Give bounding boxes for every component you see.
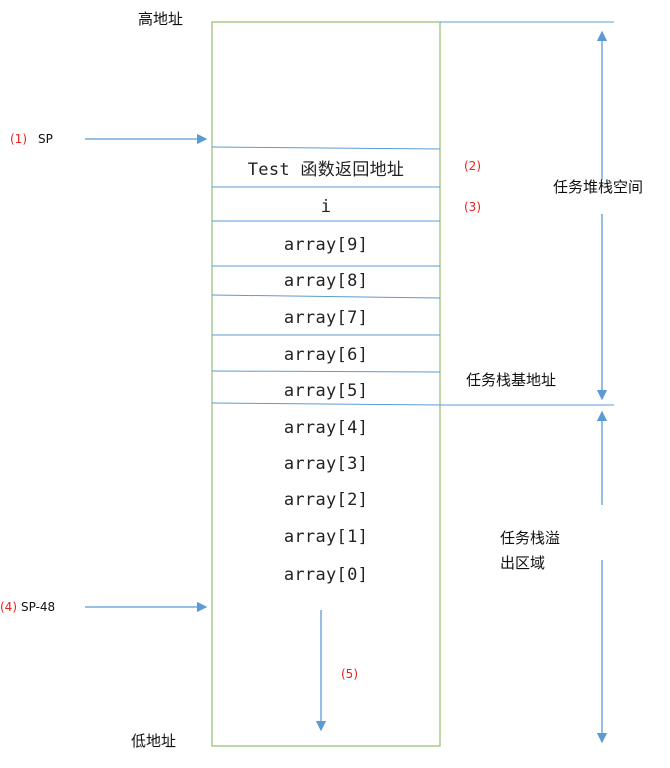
array-6-cell: array[6] (283, 345, 369, 365)
array-2-cell: array[2] (283, 490, 369, 510)
stack-box (211, 21, 441, 747)
local-i-cell: i (320, 197, 332, 217)
marker-4-number: (4) (0, 600, 17, 614)
array-3-cell: array[3] (283, 454, 369, 474)
array-4-cell: array[4] (283, 418, 369, 438)
marker-2-number: (2) (464, 159, 481, 173)
array-9-cell: array[9] (283, 235, 369, 255)
overflow-region-label-line1: 任务栈溢 (500, 529, 561, 547)
marker-1-number: (1) (10, 132, 27, 146)
array-5-cell: array[5] (283, 381, 369, 401)
divider-array8 (211, 294, 441, 299)
marker-1-label: SP (38, 132, 53, 146)
marker-5-number: (5) (341, 667, 358, 681)
array-8-cell: array[8] (283, 271, 369, 291)
task-stack-base-label: 任务栈基地址 (466, 371, 557, 389)
divider-sp (211, 146, 441, 150)
return-address-cell: Test 函数返回地址 (247, 160, 405, 180)
overflow-region-label-line2: 出区域 (500, 554, 546, 572)
array-7-cell: array[7] (283, 308, 369, 328)
task-stack-space-label: 任务堆栈空间 (553, 178, 644, 196)
high-address-label: 高地址 (138, 10, 184, 28)
divider-array5 (211, 402, 441, 406)
marker-4-label: SP-48 (21, 600, 56, 614)
array-1-cell: array[1] (283, 527, 369, 547)
low-address-label: 低地址 (131, 732, 177, 750)
cell-dividers (211, 146, 441, 406)
divider-array6 (211, 370, 441, 373)
array-0-cell: array[0] (283, 565, 369, 585)
marker-3-number: (3) (464, 200, 481, 214)
